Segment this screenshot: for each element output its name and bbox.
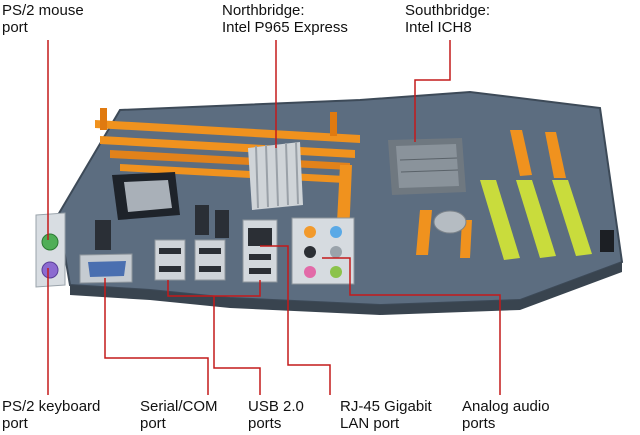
label-ps2-keyboard-port: PS/2 keyboard port xyxy=(2,398,101,432)
label-ps2-mouse-port: PS/2 mouse port xyxy=(2,2,84,36)
southbridge-heatsink xyxy=(388,138,466,195)
serial-connector xyxy=(88,261,126,277)
label-analog-audio-ports: Analog audio ports xyxy=(462,398,550,432)
cmos-battery xyxy=(433,210,467,234)
ps2-keyboard-connector xyxy=(41,261,59,279)
label-southbridge: Southbridge: Intel ICH8 xyxy=(405,2,491,36)
label-rj45-lan-port: RJ-45 Gigabit LAN port xyxy=(340,398,432,432)
pcb-shade xyxy=(70,262,622,315)
callout-audio xyxy=(322,257,501,395)
callout-lines xyxy=(47,40,501,395)
cpu-socket xyxy=(95,172,229,250)
audio-stack xyxy=(291,217,355,285)
callout-rj45 xyxy=(260,245,331,395)
callout-serial xyxy=(104,278,209,395)
label-northbridge: Northbridge: Intel P965 Express xyxy=(222,2,348,36)
callout-usb-vertical xyxy=(213,296,261,395)
northbridge-heatsink xyxy=(248,141,303,210)
callout-southbridge xyxy=(414,40,451,142)
label-usb-ports: USB 2.0 ports xyxy=(248,398,304,432)
io-panel xyxy=(35,212,355,288)
usb-stack-2 xyxy=(194,239,226,281)
expansion-slots xyxy=(335,130,614,260)
usb-stack-1 xyxy=(154,239,186,281)
rj45-connector xyxy=(248,228,272,246)
ps2-mouse-connector xyxy=(41,233,59,251)
label-serial-com-port: Serial/COM port xyxy=(140,398,218,432)
